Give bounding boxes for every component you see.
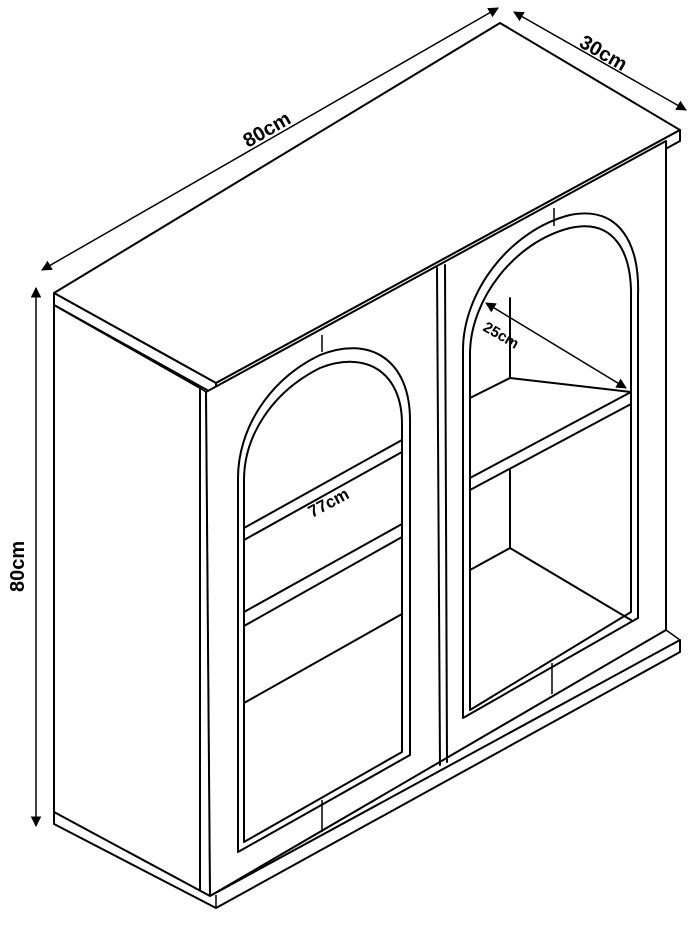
- left-door-arch-outer: [237, 347, 411, 853]
- height-label: 80cm: [7, 541, 29, 592]
- left-door: [237, 347, 411, 853]
- left-shelf-2: [243, 523, 403, 613]
- right-door-arch-outer: [462, 212, 640, 719]
- depth-label: 30cm: [576, 31, 631, 76]
- right-door-arch-inner: [469, 225, 633, 711]
- cabinet-left-side: [53, 304, 201, 896]
- depth-dimension-line: [513, 11, 687, 111]
- left-door-arch-inner: [243, 360, 403, 843]
- width-dimension-line: [41, 7, 499, 271]
- shelf-depth-dimension-line: [485, 302, 627, 389]
- center-divider: [436, 267, 441, 766]
- left-shelf-1: [243, 439, 403, 529]
- cabinet-base: [53, 639, 681, 909]
- left-shelf-3: [243, 613, 403, 704]
- cabinet: [53, 22, 681, 909]
- width-label: 80cm: [240, 108, 295, 153]
- dimension-lines: [30, 7, 687, 828]
